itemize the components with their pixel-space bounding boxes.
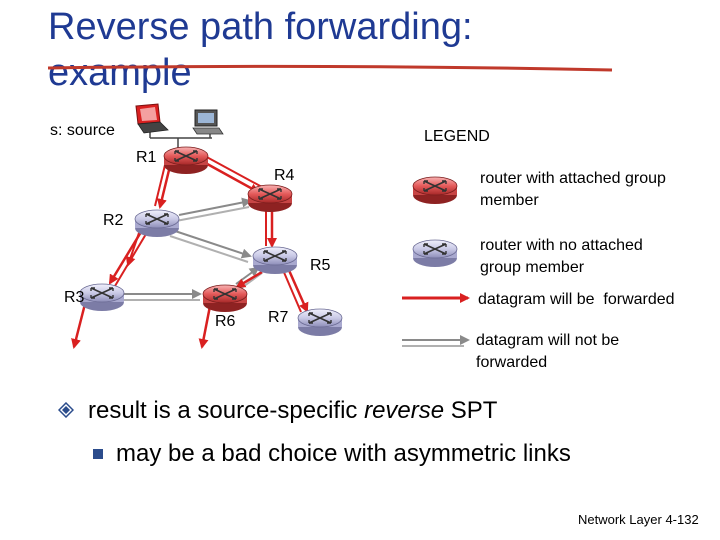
link-r5-r6 bbox=[235, 270, 263, 289]
bullet-prefix: result is a source-specific bbox=[88, 397, 365, 424]
router-label-r7: R7 bbox=[268, 309, 289, 326]
legend-not-forwarded-text: datagram will not be forwarded bbox=[476, 332, 620, 371]
link-r1-r2 bbox=[154, 164, 172, 209]
bullet-emphasis: reverse bbox=[364, 397, 445, 424]
router-label-r5: R5 bbox=[310, 257, 331, 274]
slide-title: Reverse path forwarding: example bbox=[48, 6, 473, 94]
footer-page: 4-132 bbox=[665, 512, 699, 527]
sub-bullet: may be a bad choice with asymmetric link… bbox=[116, 440, 571, 467]
legend-attached-text: router with attached group member bbox=[480, 170, 666, 209]
link-r2-host bbox=[125, 229, 141, 267]
legend-title: LEGEND bbox=[424, 128, 490, 145]
bullet-suffix: SPT bbox=[444, 397, 498, 424]
laptop-icon bbox=[135, 103, 169, 134]
router-r1 bbox=[163, 146, 209, 175]
router-r7 bbox=[297, 308, 343, 337]
router-r6 bbox=[202, 284, 248, 313]
legend-idle-arrow-icon bbox=[402, 335, 470, 347]
legend-unattached-router-icon bbox=[412, 239, 458, 268]
link-r1-r4 bbox=[199, 154, 263, 194]
bullet-main: result is a source-specific reverse SPT bbox=[88, 397, 497, 425]
router-r2 bbox=[134, 209, 180, 238]
square-bullet-icon bbox=[93, 449, 103, 459]
router-label-r1: R1 bbox=[136, 149, 157, 166]
link-r2-r3 bbox=[108, 231, 147, 287]
link-r5-r7 bbox=[282, 267, 309, 313]
legend-not-attached-text: router with no attached group member bbox=[480, 237, 643, 276]
router-label-r2: R2 bbox=[103, 212, 124, 229]
router-r4 bbox=[247, 184, 293, 213]
router-r5 bbox=[252, 246, 298, 275]
title-underline bbox=[47, 64, 613, 72]
footer-label: Network Layer bbox=[578, 512, 662, 527]
link-r6-host bbox=[198, 305, 212, 349]
link-r3-r6 bbox=[124, 289, 202, 301]
router-label-r3: R3 bbox=[64, 289, 85, 306]
router-label-r6: R6 bbox=[215, 313, 236, 330]
footer: Network Layer 4-132 bbox=[578, 512, 699, 527]
source-label: s: source bbox=[50, 122, 115, 139]
link-r3-host bbox=[71, 299, 88, 349]
legend-attached-router-icon bbox=[412, 176, 458, 205]
bullet-diamond-icon bbox=[57, 401, 75, 423]
link-r2-r5 bbox=[169, 229, 252, 263]
router-label-r4: R4 bbox=[274, 167, 295, 184]
desktop-computer-icon bbox=[192, 109, 224, 135]
link-r2-r4 bbox=[175, 197, 252, 222]
link-r4-r5 bbox=[265, 207, 277, 248]
router-r3 bbox=[79, 283, 125, 312]
legend-forwarded-text: datagram will be forwarded bbox=[478, 291, 675, 308]
